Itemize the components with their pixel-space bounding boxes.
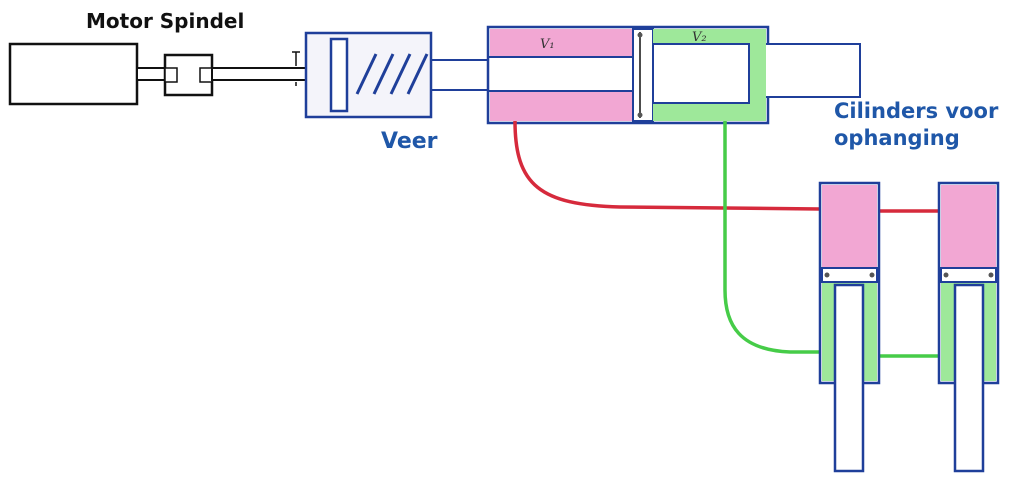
coupling-inner-right xyxy=(199,67,213,83)
spindle-shaft-left xyxy=(136,67,166,81)
suspension-label-line-1: Cilinders voor xyxy=(834,99,999,123)
motor-spindle-label: Motor Spindel xyxy=(86,9,245,33)
spring-coils xyxy=(355,53,429,95)
spring-piston-plate xyxy=(329,37,349,113)
suspension-cylinder-1 xyxy=(818,181,881,473)
chamber-v2-bottom xyxy=(653,103,766,121)
chamber-v1-top xyxy=(490,29,633,56)
chamber-v2-end xyxy=(749,44,766,103)
motor-box xyxy=(8,42,139,106)
piston-rod xyxy=(652,43,750,104)
suspension-cylinders-label: Cilinders voor ophanging xyxy=(834,98,998,153)
suspension-label-line-2: ophanging xyxy=(834,126,960,151)
rod-extension xyxy=(766,43,861,98)
chamber-v1-bottom xyxy=(490,92,633,121)
piston-seal-bottom xyxy=(637,112,643,118)
red-hydraulic-line xyxy=(513,120,939,213)
chamber-v2-label: V₂ xyxy=(692,30,707,45)
shaft-stop-marker xyxy=(292,51,300,86)
spring-housing xyxy=(304,31,433,119)
piston-seal-top xyxy=(637,32,643,38)
chamber-v1-label: V₁ xyxy=(540,37,555,52)
coupling-inner-left xyxy=(164,67,178,83)
chamber-v2-top xyxy=(653,29,766,44)
suspension-cylinder-2 xyxy=(937,181,1000,473)
green-hydraulic-line xyxy=(723,121,939,358)
spring-label: Veer xyxy=(381,129,438,154)
main-piston xyxy=(632,28,654,122)
